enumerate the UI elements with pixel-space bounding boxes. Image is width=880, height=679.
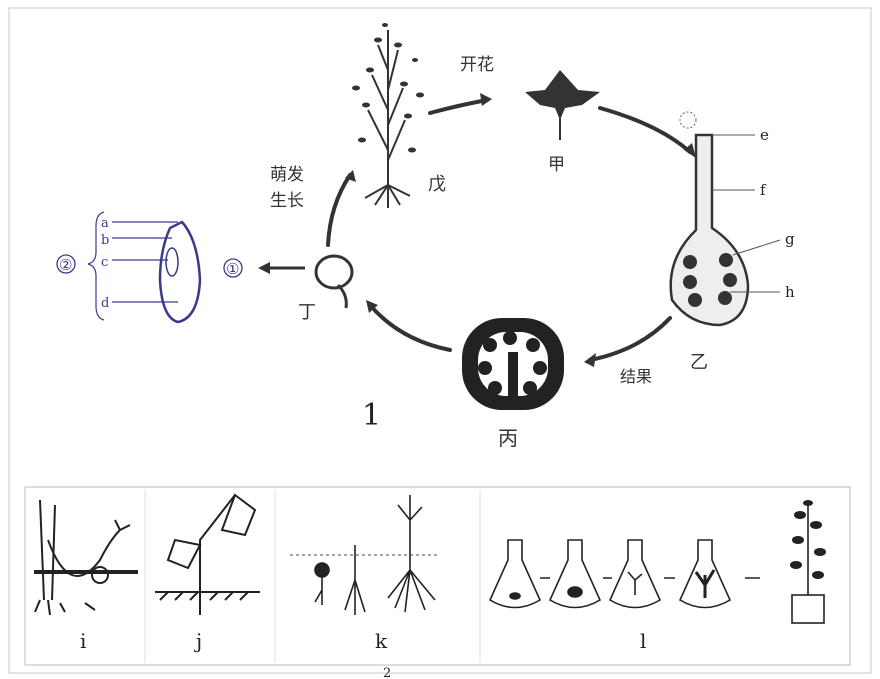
arrow-flowering [430,100,487,113]
panel-k-drawing [290,495,440,615]
figure-2-number: 2 [383,666,391,679]
label-flowering: 开花 [460,55,494,75]
fruit-bing [462,318,564,410]
arrow-fruiting [590,318,670,360]
label-bing: 丙 [498,426,518,450]
figure-2: i j k [25,487,850,679]
label-yi: 乙 [690,352,708,373]
label-d: d [101,296,109,311]
panel-i-label: i [80,629,86,653]
label-b: b [101,233,109,248]
label-circle-1: ① [226,260,239,278]
panel-l-label: l [640,629,646,653]
seed-ding [316,256,352,308]
seed-dissection [57,212,305,322]
label-e: e [760,126,769,144]
label-a: a [101,216,109,231]
label-c: c [101,255,108,270]
flower-jia [525,70,600,140]
arrow-germinate [328,175,350,245]
label-g: g [785,230,795,248]
panel-l-drawing [490,505,824,623]
page-frame [9,8,871,673]
label-ding: 丁 [298,302,316,323]
panel-j-label: j [194,629,202,653]
figure-1: 戊 开花 甲 e f g h 乙 结果 [57,23,795,450]
label-germinate-2: 生长 [270,191,304,211]
arrow-to-ding [370,305,450,350]
figure-1-number: 1 [362,398,381,433]
label-fruiting: 结果 [620,367,652,386]
panel-k-label: k [375,629,388,653]
panel-i-drawing [34,500,138,615]
arrow-to-yi [600,108,690,152]
label-germinate-1: 萌发 [270,165,304,185]
label-h: h [785,283,795,301]
label-f: f [760,181,767,199]
label-wu: 戊 [428,174,446,195]
plant-wu [352,23,424,208]
figure-2-frame [25,487,850,665]
label-jia: 甲 [548,155,565,175]
panel-j-drawing [155,495,260,615]
label-circle-2: ② [59,256,72,274]
